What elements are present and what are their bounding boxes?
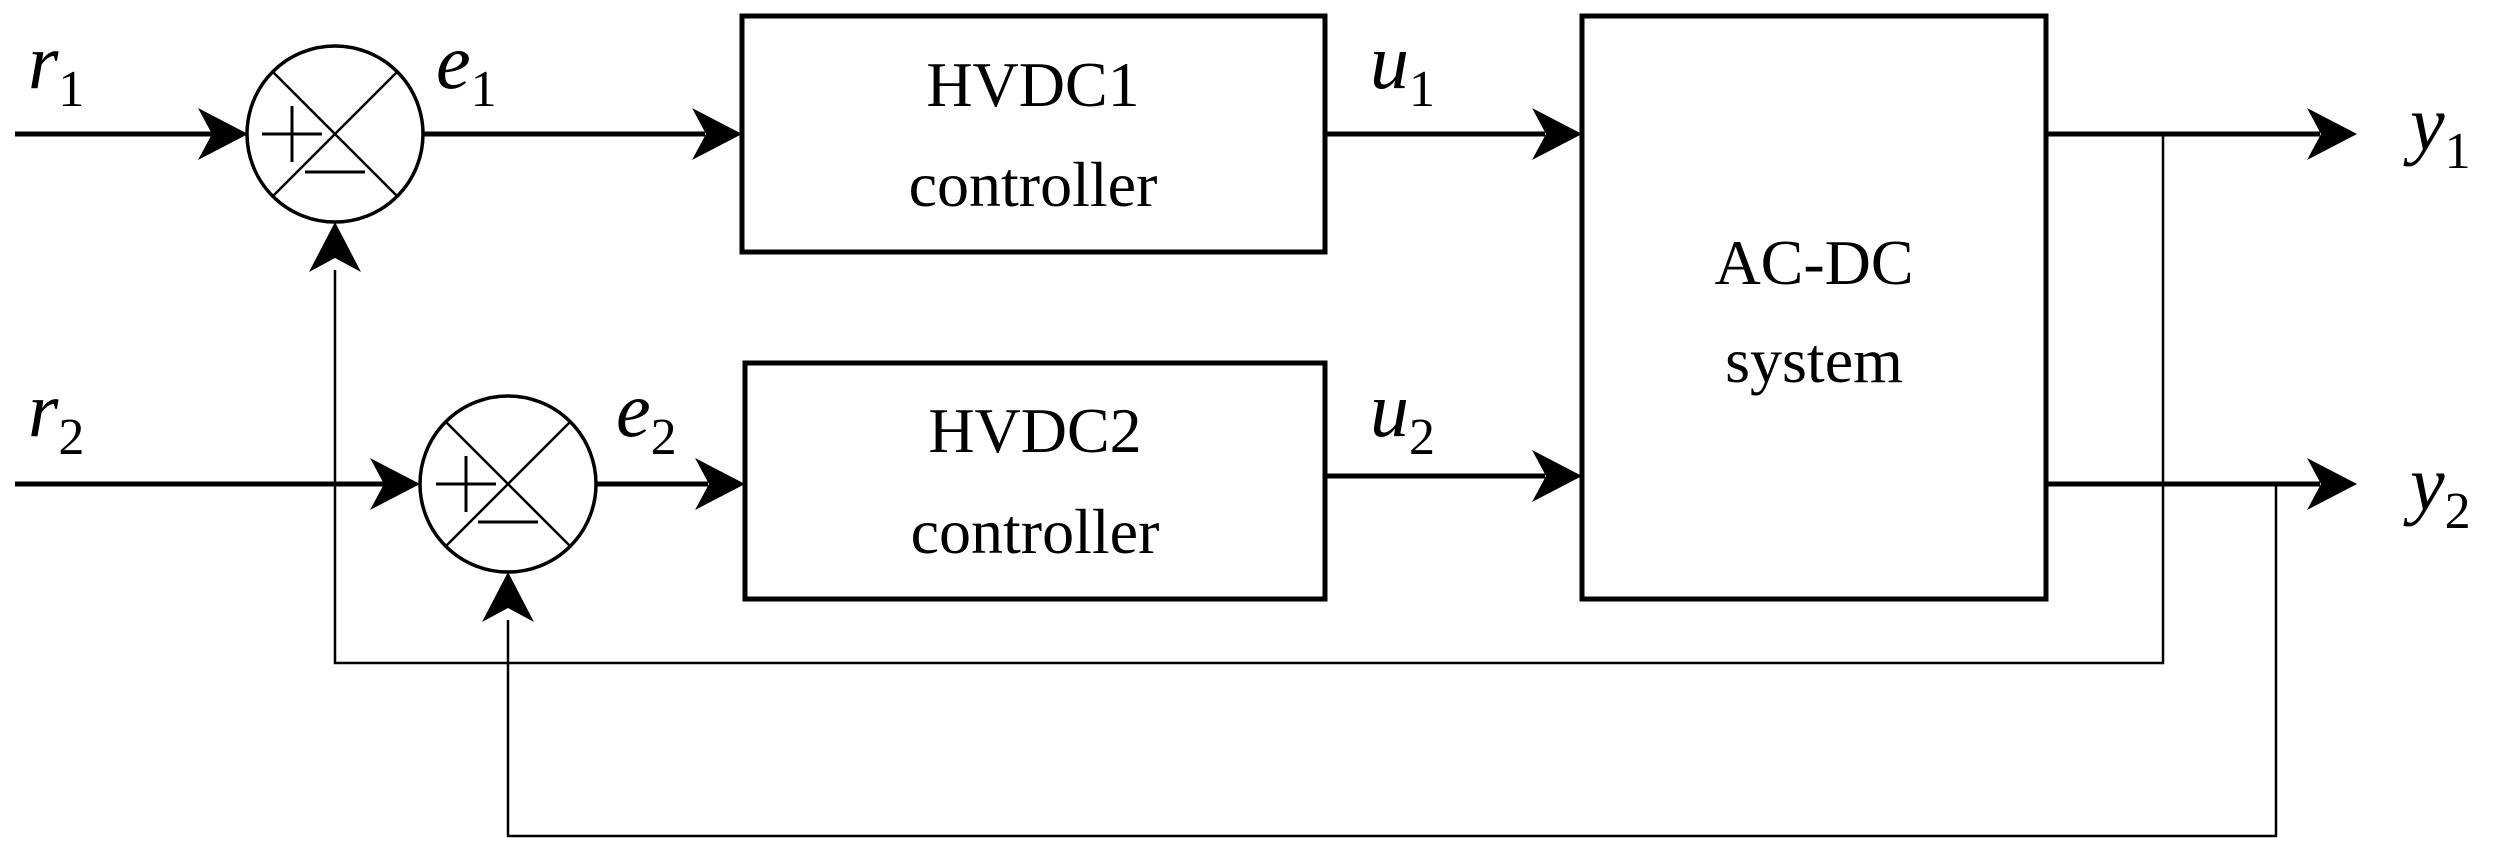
y2-arrow [2307,458,2357,510]
e2-arrow [695,458,745,510]
ac-dc-label-line1: AC-DC [1714,227,1913,298]
summing-junction-2 [418,394,598,574]
ac-dc-label-line2: system [1725,325,1903,396]
label-y1: y1 [2403,80,2471,180]
e1-arrow [692,108,742,160]
y1-arrow [2307,108,2357,160]
hvdc2-controller-block [742,360,1328,602]
feedback-y1-arrow [309,222,361,272]
feedback-y1-path [333,134,2165,665]
label-u2: u2 [1370,366,1435,466]
summing-junction-1 [245,44,425,224]
hvdc1-label-line2: controller [909,149,1158,220]
hvdc1-label-line1: HVDC1 [926,49,1139,120]
label-r2: r2 [28,366,84,466]
hvdc2-label-line2: controller [911,496,1160,567]
label-e1: e1 [436,18,497,118]
hvdc2-label-line1: HVDC2 [928,395,1141,466]
label-e2: e2 [616,366,677,466]
r2-arrow [370,458,420,510]
feedback-y2-arrow [482,572,534,622]
feedback-y2-path [506,484,2278,838]
label-r1: r1 [28,18,84,118]
u1-arrow [1532,108,1582,160]
hvdc1-controller-block [739,13,1328,255]
label-y2: y2 [2403,440,2471,540]
u2-arrow [1532,450,1582,502]
r1-arrow [198,108,248,160]
ac-dc-system-block [1579,13,2049,602]
label-u1: u1 [1370,18,1435,118]
